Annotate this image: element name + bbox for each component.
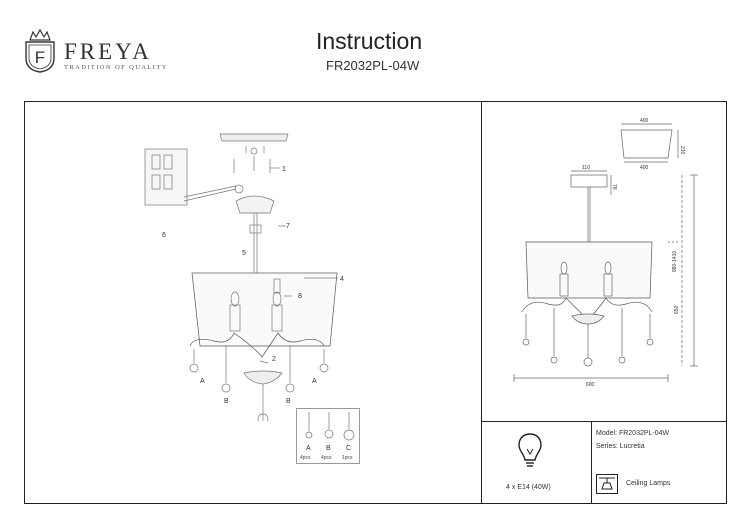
model-code: FR2032PL-04W xyxy=(326,58,420,73)
assembly-diagram: 1 2 3 4 5 6 7 8 A A B B C xyxy=(144,133,344,421)
spec-model: Model: FR2032PL-04W xyxy=(596,430,670,437)
ceiling-plate xyxy=(219,133,289,142)
part-label-5: 5 xyxy=(242,250,246,257)
crystal-label-b-right: B xyxy=(286,398,291,405)
spec-series: Series: Lucretia xyxy=(596,443,645,450)
brand-tagline: TRADITION OF QUALITY xyxy=(64,64,168,71)
dim-overall-height: 880-1410 xyxy=(672,251,678,272)
brand-monogram: F xyxy=(35,48,45,67)
dim-overall-width: 600 xyxy=(586,382,595,388)
dimension-drawing: 400 400 210 110 78 880-1410 650 600 xyxy=(513,118,698,388)
spec-column-divider xyxy=(591,421,592,504)
vertical-divider xyxy=(481,101,482,504)
part-label-6: 6 xyxy=(162,232,166,239)
chandelier-arms xyxy=(189,332,325,358)
legend-letter-a: A xyxy=(306,445,311,452)
crystal-label-a-left: A xyxy=(200,378,205,385)
crystal-label-a-right: A xyxy=(312,378,317,385)
candle-holder-right xyxy=(271,304,283,332)
legend-letter-b: B xyxy=(326,445,331,452)
dim-canopy-width-bottom: 400 xyxy=(640,165,649,171)
legend-letter-c: C xyxy=(346,445,352,452)
crown-crest-icon: F xyxy=(25,28,55,73)
wiring-box xyxy=(144,148,188,206)
legend-qty-b: 4pcs xyxy=(321,455,332,461)
page-title: Instruction xyxy=(316,28,423,54)
brand-name: FREYA xyxy=(64,39,152,64)
crystal-legend: A B C 4pcs 4pcs 1pcs xyxy=(296,408,360,464)
part-label-1: 1 xyxy=(282,166,286,173)
dim-mount-width: 110 xyxy=(582,165,590,171)
crystal-legend-icons xyxy=(305,412,355,441)
dim-mount-height: 78 xyxy=(611,184,617,190)
part-label-4: 4 xyxy=(340,276,344,283)
dim-canopy-height: 210 xyxy=(679,146,685,155)
part-label-7: 7 xyxy=(286,223,290,230)
legend-qty-a: 4pcs xyxy=(300,455,311,461)
shade-top-view xyxy=(620,129,673,159)
part-label-2: 2 xyxy=(272,356,276,363)
spec-category: Ceiling Lamps xyxy=(626,480,671,487)
shade-front-view xyxy=(525,241,653,299)
center-bowl xyxy=(243,370,283,385)
screw-set xyxy=(233,146,271,173)
legend-qty-c: 1pcs xyxy=(342,455,353,461)
mounting-bracket xyxy=(235,195,275,214)
crystal-strands xyxy=(189,345,329,421)
spec-divider xyxy=(481,421,727,422)
lampshade xyxy=(191,272,338,347)
instruction-frame xyxy=(24,101,727,504)
part-label-8: 8 xyxy=(298,293,302,300)
ceiling-lamp-icon xyxy=(596,474,618,494)
candle-holder-left xyxy=(229,304,241,332)
dim-canopy-width-top: 400 xyxy=(640,118,649,124)
crystal-label-b-left: B xyxy=(224,398,229,405)
ceiling-mount xyxy=(570,174,608,188)
bulb-icon xyxy=(518,433,542,467)
bulb-spec: 4 x E14 (40W) xyxy=(506,484,551,491)
dim-body-height: 650 xyxy=(674,305,680,314)
